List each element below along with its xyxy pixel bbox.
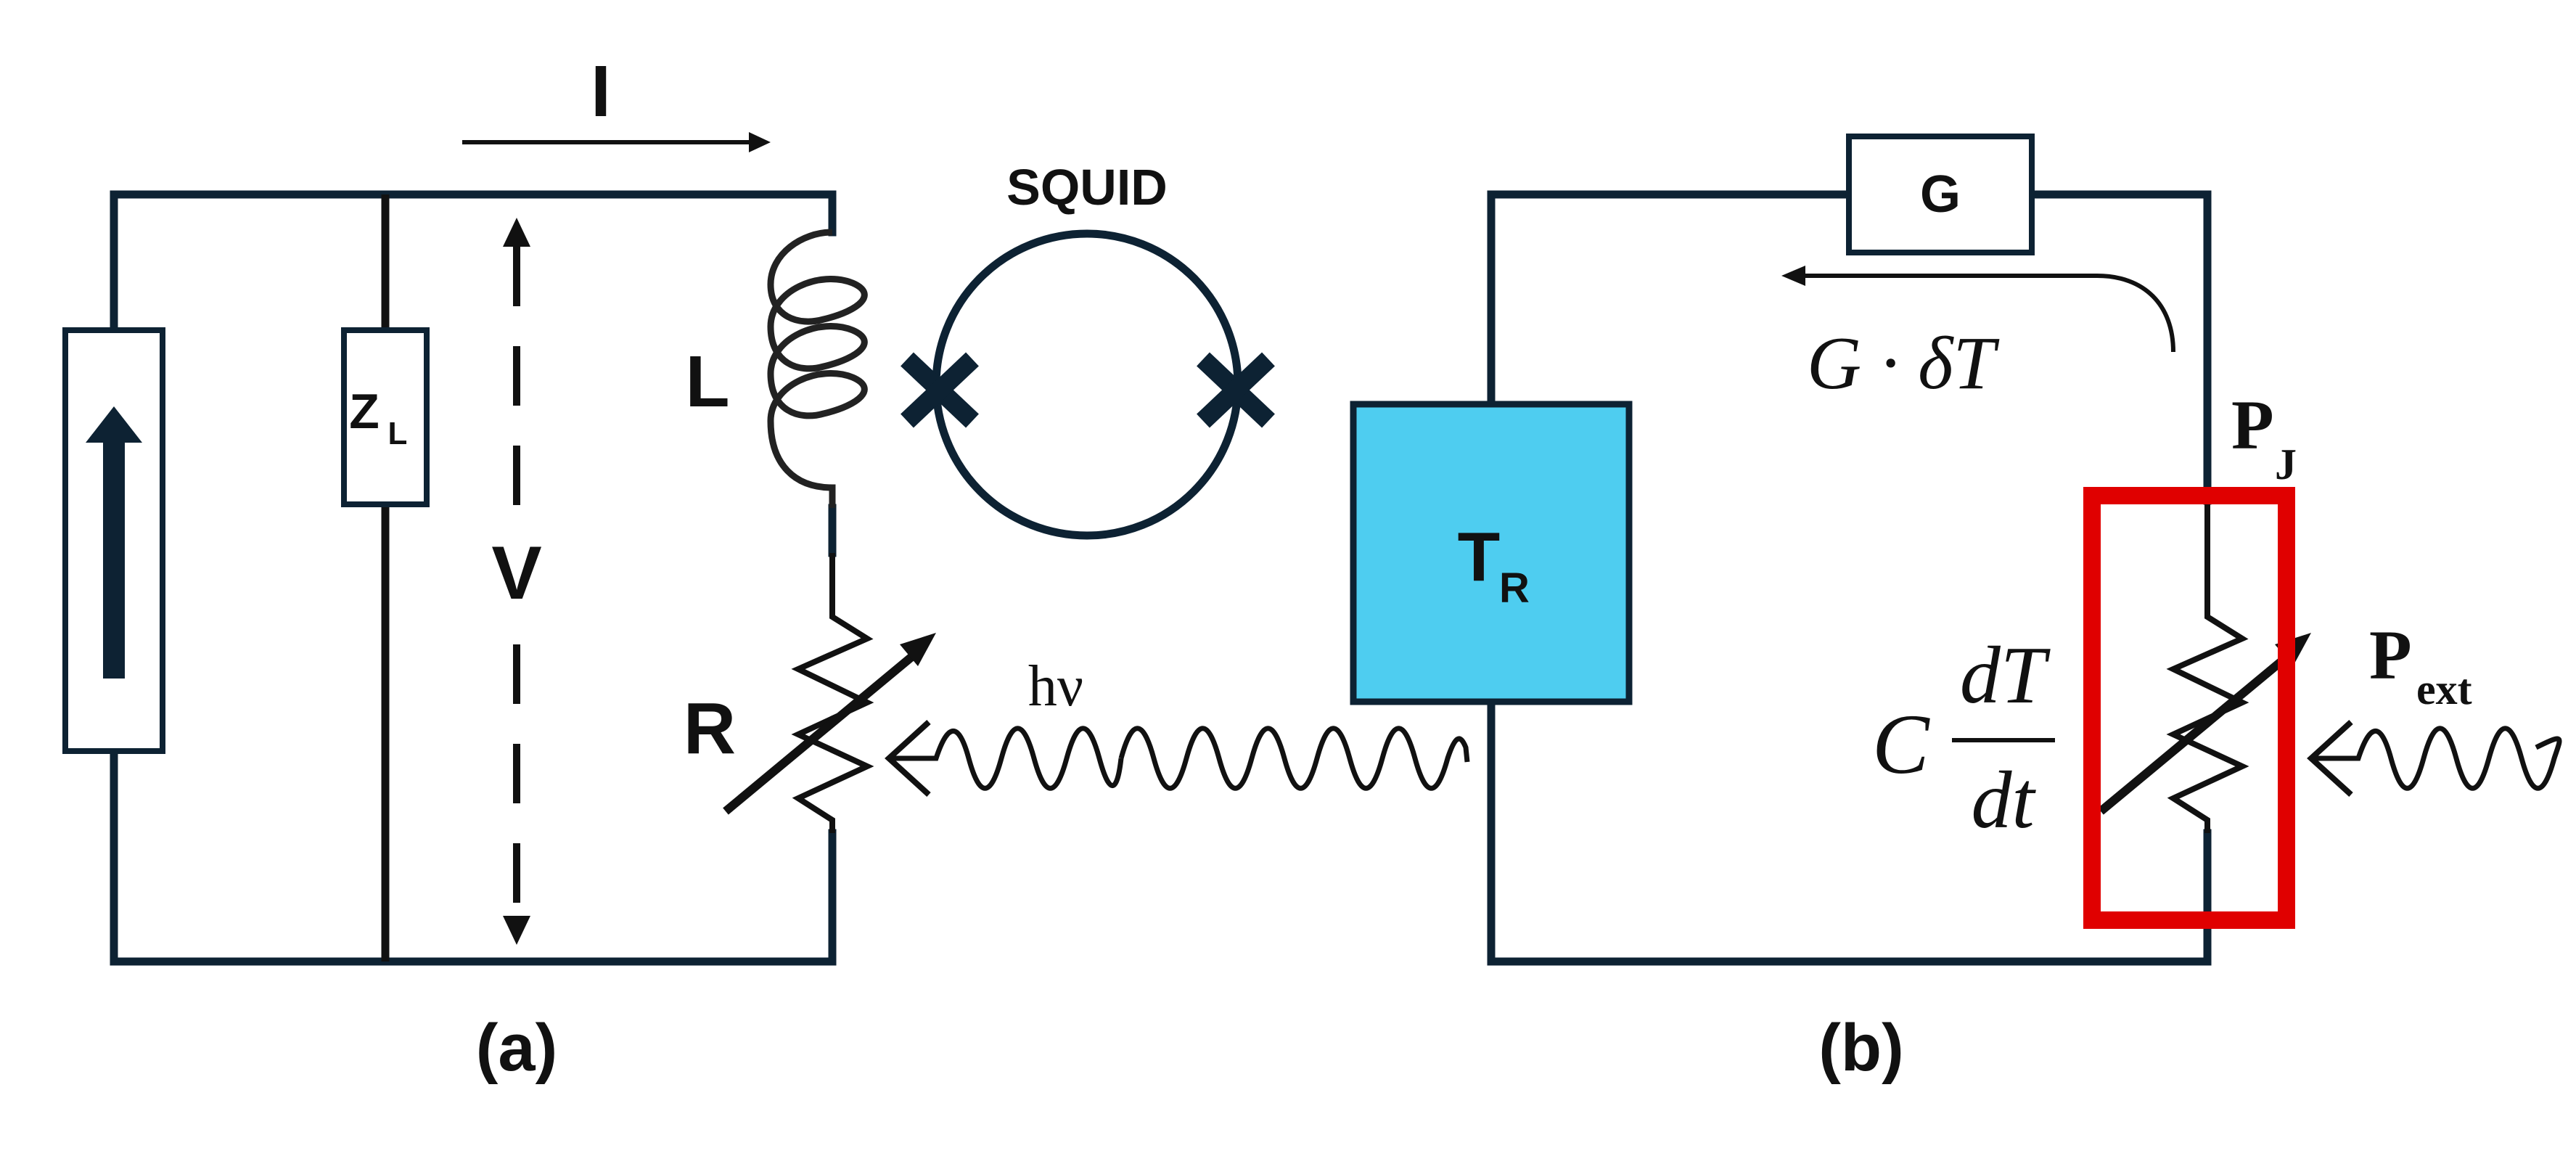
- heat-capacity-numerator: dT: [1960, 631, 2051, 721]
- photon-arrow-head: [885, 720, 931, 797]
- thermal-reservoir: [1350, 401, 1633, 705]
- joule-power-subscript: J: [2275, 440, 2297, 488]
- panel-b-caption: (b): [1818, 1011, 1903, 1085]
- ext-power-subscript: ext: [2416, 665, 2472, 713]
- heat-capacity-C: C: [1872, 697, 1930, 792]
- voltage-arrow-head-bottom: [503, 916, 530, 945]
- ext-power-label: P: [2369, 616, 2412, 694]
- resistor-variable-arrow-head: [900, 633, 936, 666]
- josephson-junction-right-icon: [1197, 352, 1275, 428]
- heat-capacity-denominator: dt: [1971, 755, 2036, 845]
- joule-power-label: P: [2231, 386, 2274, 464]
- resistor-zigzag: [791, 553, 874, 833]
- photon-wave-lead: [891, 726, 1124, 791]
- load-impedance-box: [341, 327, 430, 507]
- absorber-variable-arrow: [2098, 648, 2296, 815]
- thermal-reservoir-subscript: R: [1499, 565, 1530, 612]
- panel-b-wire-loop: [1487, 190, 2212, 966]
- ext-power-arrow-head: [2307, 720, 2353, 797]
- load-impedance-subscript: L: [388, 416, 408, 451]
- current-label: I: [591, 51, 611, 132]
- photon-label: hν: [1028, 655, 1083, 718]
- heat-flow-arrow-head: [1781, 266, 1805, 286]
- panel-a-wire-loop: [110, 190, 837, 966]
- panel-a: Z L I ​ V L SQUID R: [62, 51, 1470, 1085]
- absorber-highlight-box: [2083, 487, 2295, 929]
- heat-flow-arrow: [1800, 274, 2175, 353]
- thermal-reservoir-label: T: [1458, 518, 1501, 596]
- panel-a-caption: (a): [476, 1011, 557, 1085]
- absorber-resistor-zigzag: [2166, 501, 2249, 833]
- resistor-label: R: [684, 688, 736, 769]
- voltage-label-bg: [483, 526, 551, 613]
- voltage-arrow-head-top: [503, 218, 530, 247]
- load-impedance-label: Z: [349, 384, 380, 439]
- squid-label: SQUID: [1006, 159, 1168, 216]
- heat-flow-label: G · δT: [1807, 321, 1999, 405]
- thermal-conductance-label: G: [1920, 165, 1961, 224]
- inductor-coil: [767, 229, 868, 508]
- josephson-junction-left-icon: [901, 352, 979, 428]
- panel-b: G G · δT T R P J C dT dt P ext (b): [1350, 134, 2562, 1085]
- photon-wave: [1118, 726, 1470, 791]
- current-arrow-head: [749, 132, 771, 152]
- ext-power-wave: [2313, 726, 2562, 791]
- thermal-conductance-box: [1846, 134, 2035, 255]
- current-source-arrow-head: [86, 406, 142, 443]
- resistor-variable-arrow: [723, 648, 921, 815]
- squid-loop: [932, 229, 1242, 540]
- voltage-label-text: V: [491, 531, 541, 615]
- inductor-label: L: [685, 341, 729, 422]
